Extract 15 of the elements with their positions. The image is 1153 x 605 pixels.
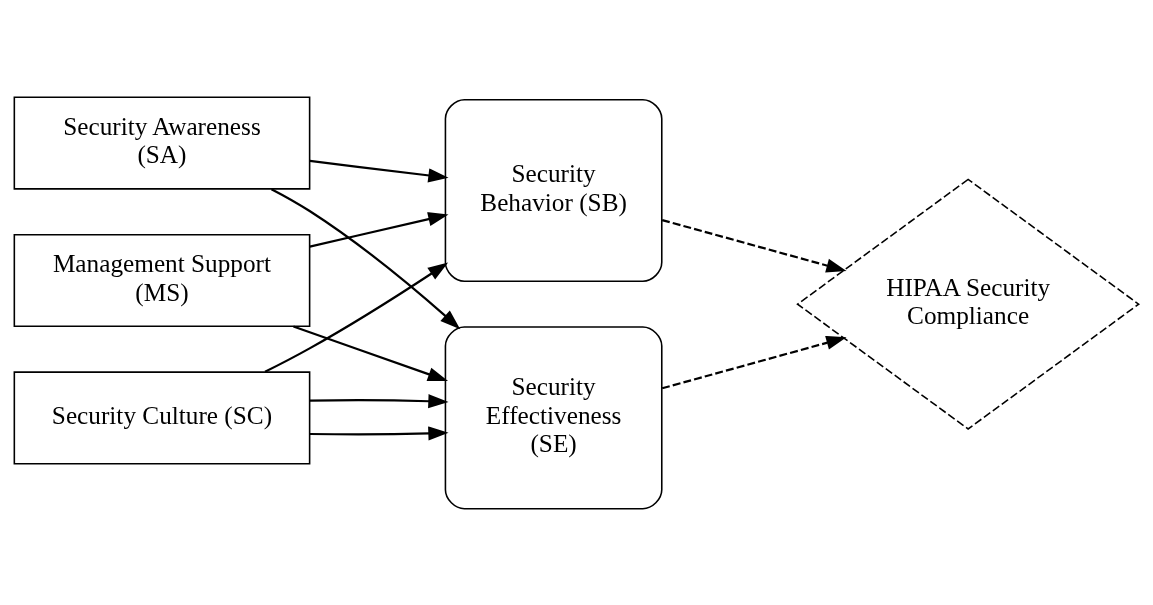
node-box: Security Awareness (SA) [13, 96, 311, 190]
arrow [309, 159, 449, 182]
arrow [661, 335, 847, 389]
arrow [309, 425, 449, 441]
node-diamond: HIPAA Security Compliance [796, 177, 1140, 430]
node-box: Security Culture (SC) [13, 370, 311, 464]
arrow [309, 393, 449, 408]
node-box: Management Support (MS) [13, 233, 311, 327]
arrow [309, 211, 449, 248]
arrow [264, 262, 449, 373]
node-box: Security Effectiveness (SE) [444, 325, 663, 509]
arrow [270, 187, 461, 329]
node-box: Security Behavior (SB) [444, 98, 663, 282]
arrow [293, 324, 449, 381]
arrow [661, 218, 847, 272]
